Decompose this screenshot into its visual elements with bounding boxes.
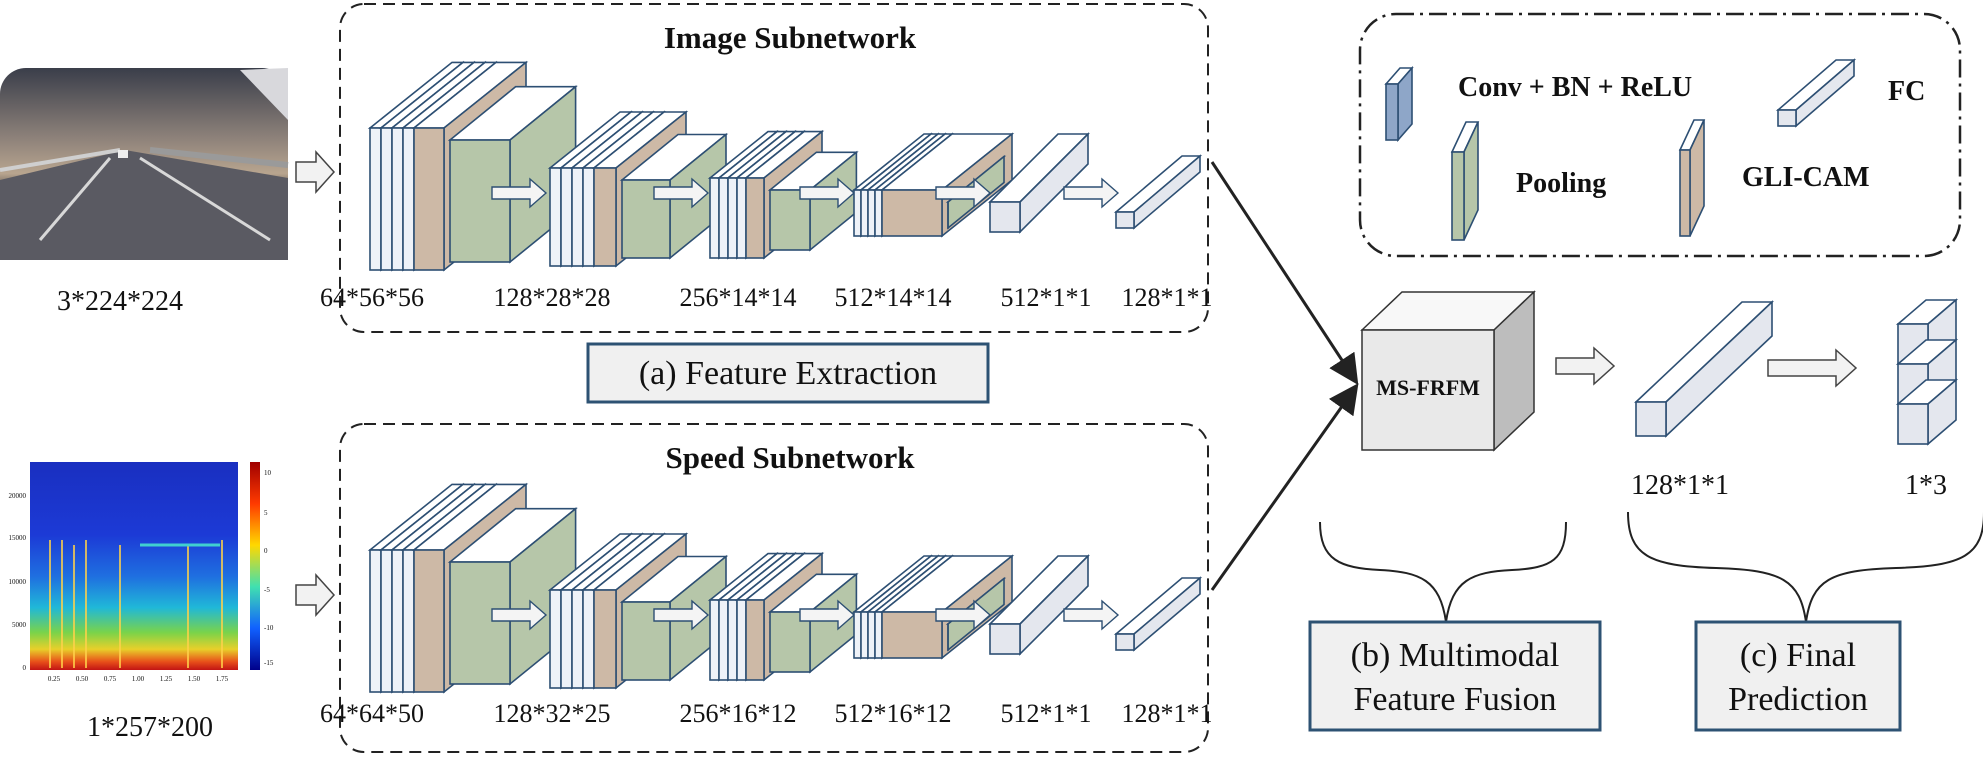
legend-frame xyxy=(1358,12,1962,258)
fc-layer xyxy=(1113,576,1203,652)
image-network-layers xyxy=(367,60,1203,272)
image-dim-label: 128*1*1 xyxy=(1122,283,1213,312)
image-dim-label: 256*14*14 xyxy=(680,283,797,312)
fc-layer xyxy=(988,132,1090,234)
legend-shapes xyxy=(1384,58,1857,241)
pool-layer xyxy=(767,572,859,674)
fusion-to-fc-arrow xyxy=(1555,346,1616,386)
image-dim-labels: 64*56*56 128*28*28 256*14*14 512*14*14 5… xyxy=(320,283,1213,312)
road-image-input xyxy=(0,68,289,260)
colorbar-tick: 10 xyxy=(264,469,272,477)
speed-dim-labels: 64*64*50 128*32*25 256*16*12 512*16*12 5… xyxy=(320,699,1213,728)
spec-x-tick: 1.00 xyxy=(132,675,145,683)
spec-x-tick: 1.75 xyxy=(216,675,229,683)
colorbar-tick: -15 xyxy=(264,659,274,667)
legend-pooling-label: Pooling xyxy=(1516,168,1606,199)
speed-input-dims: 1*257*200 xyxy=(87,712,213,743)
ms-frfm-label: MS-FRFM xyxy=(1376,375,1480,400)
fc-to-output-arrow xyxy=(1767,348,1858,388)
spectrogram-y-ticks: 20000 15000 10000 5000 0 xyxy=(9,492,27,672)
layer-arrow xyxy=(799,177,856,209)
image-dim-label: 64*56*56 xyxy=(320,283,424,312)
speed-to-fusion-arrow xyxy=(1210,383,1359,591)
spec-x-tick: 0.25 xyxy=(48,675,61,683)
speed-dim-label: 512*1*1 xyxy=(1001,699,1092,728)
speed-subnetwork-title: Speed Subnetwork xyxy=(666,440,916,475)
layer-arrow xyxy=(491,599,548,631)
pool-layer xyxy=(447,507,578,686)
spec-y-tick: 15000 xyxy=(9,534,27,542)
speed-dim-label: 128*32*25 xyxy=(494,699,611,728)
spec-y-tick: 20000 xyxy=(9,492,27,500)
colorbar-tick: 5 xyxy=(264,509,268,517)
ms-frfm-cube xyxy=(1360,290,1536,452)
pool-layer xyxy=(619,132,729,260)
legend-conv-icon xyxy=(1384,65,1414,143)
speed-dim-label: 512*16*12 xyxy=(835,699,952,728)
fusion-label-line1: (b) Multimodal xyxy=(1351,637,1560,674)
legend-cam-icon xyxy=(1678,119,1706,237)
speed-input-arrow xyxy=(295,573,336,617)
output-dims: 1*3 xyxy=(1905,470,1947,501)
pool-layer xyxy=(447,85,578,264)
fusion-label-line2: Feature Fusion xyxy=(1353,681,1556,718)
legend-cam-label: GLI-CAM xyxy=(1742,162,1870,193)
colorbar-ticks: 10 5 0 -5 -10 -15 xyxy=(264,469,274,667)
speed-dim-label: 128*1*1 xyxy=(1122,699,1213,728)
layer-arrow xyxy=(653,177,710,209)
speed-subnetwork-frame xyxy=(339,423,1209,753)
image-input-dims: 3*224*224 xyxy=(57,286,183,317)
speed-network-layers xyxy=(367,482,1203,694)
layer-arrow xyxy=(799,599,856,631)
output-vector xyxy=(1895,298,1959,446)
spectrogram-input: 20000 15000 10000 5000 0 0.25 0.50 0.75 … xyxy=(9,462,274,683)
legend-pool-icon xyxy=(1450,121,1480,241)
feature-extraction-label: (a) Feature Extraction xyxy=(639,355,937,392)
spectrogram-x-ticks: 0.25 0.50 0.75 1.00 1.25 1.50 1.75 xyxy=(48,675,229,683)
colorbar-tick: -10 xyxy=(264,624,274,632)
feature-extraction-label-box xyxy=(586,342,990,404)
spec-x-tick: 0.75 xyxy=(104,675,117,683)
prediction-label-line2: Prediction xyxy=(1728,681,1868,718)
colorbar-tick: 0 xyxy=(264,547,268,555)
spec-x-tick: 1.50 xyxy=(188,675,201,683)
spec-y-tick: 0 xyxy=(23,664,27,672)
speed-dim-label: 64*64*50 xyxy=(320,699,424,728)
prediction-shapes xyxy=(1633,298,1959,446)
image-subnetwork-frame xyxy=(339,3,1209,333)
fc-layer xyxy=(1113,154,1203,230)
layer-arrow xyxy=(1063,177,1120,209)
speed-dim-label: 256*16*12 xyxy=(680,699,797,728)
layer-arrow xyxy=(1063,599,1120,631)
layer-arrow xyxy=(653,599,710,631)
image-dim-label: 512*14*14 xyxy=(835,283,952,312)
image-to-fusion-arrow xyxy=(1210,161,1359,386)
legend-fc-label: FC xyxy=(1888,76,1925,107)
fc-layer xyxy=(988,554,1090,656)
legend-conv-label: Conv + BN + ReLU xyxy=(1458,72,1692,103)
fusion-label-box xyxy=(1308,620,1602,732)
spec-y-tick: 5000 xyxy=(12,621,27,629)
image-input-arrow xyxy=(295,150,336,194)
layer-arrow xyxy=(935,177,992,209)
image-dim-label: 128*28*28 xyxy=(494,283,611,312)
image-dim-label: 512*1*1 xyxy=(1001,283,1092,312)
spec-y-tick: 10000 xyxy=(9,578,27,586)
prediction-label-box xyxy=(1694,620,1902,732)
spec-x-tick: 1.25 xyxy=(160,675,173,683)
prediction-brace xyxy=(1627,511,1983,623)
final-fc-layer xyxy=(1633,300,1775,438)
fusion-brace xyxy=(1319,521,1567,623)
layer-arrow xyxy=(935,599,992,631)
spec-x-tick: 0.50 xyxy=(76,675,89,683)
image-subnetwork-title: Image Subnetwork xyxy=(664,20,917,55)
output-cell xyxy=(1895,378,1959,446)
final-fc-dims: 128*1*1 xyxy=(1631,470,1729,501)
prediction-label-line1: (c) Final xyxy=(1740,637,1856,674)
colorbar-tick: -5 xyxy=(264,586,270,594)
layer-arrow xyxy=(491,177,548,209)
legend-fc-icon xyxy=(1775,58,1857,128)
